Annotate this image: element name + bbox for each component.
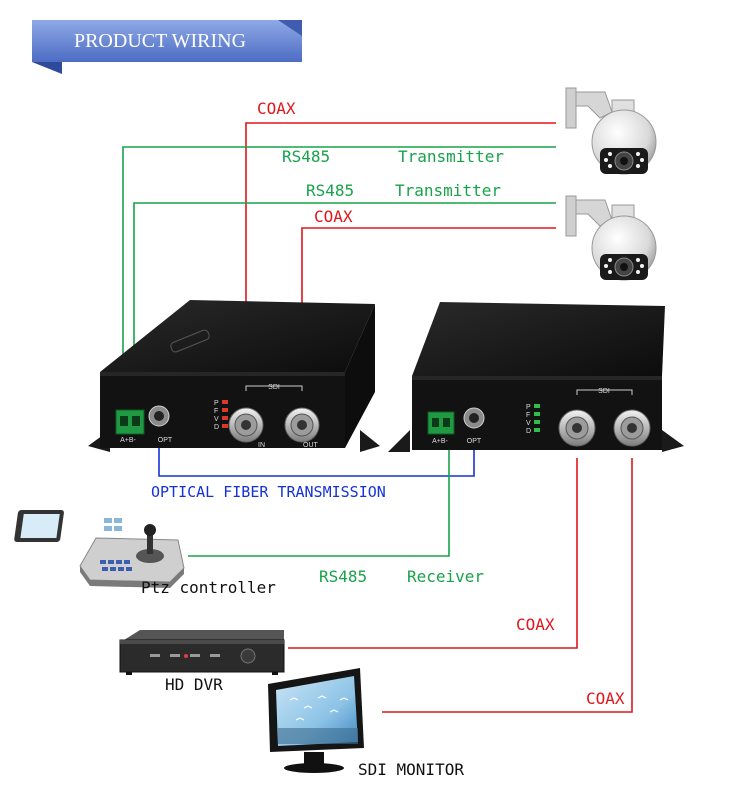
coax-label-top: COAX — [257, 99, 296, 118]
rs485-label-1: RS485 — [282, 147, 330, 166]
product-wiring-banner: PRODUCT WIRING — [32, 20, 302, 74]
status-leds-right — [534, 404, 540, 432]
out-label: OUT — [303, 442, 319, 449]
bnc-right-port-1 — [558, 409, 596, 447]
sdi-label-left: SDI — [268, 384, 280, 391]
opt-label-left: OPT — [158, 437, 173, 444]
hd-dvr-device — [119, 630, 285, 675]
coax-label-monitor: COAX — [586, 689, 625, 708]
led-label-d: D — [214, 424, 219, 431]
led-label-v: V — [214, 416, 219, 423]
opt-label-right: OPT — [467, 438, 482, 445]
svg-text:D: D — [526, 428, 531, 435]
ptz-controller-label: Ptz controller — [141, 578, 276, 597]
ptz-camera-2 — [565, 195, 657, 281]
coax-label-dvr: COAX — [516, 615, 555, 634]
bnc-in-port — [228, 407, 264, 443]
led-label-f: F — [214, 408, 218, 415]
banner-title: PRODUCT WIRING — [74, 30, 246, 52]
svg-text:P: P — [526, 404, 531, 411]
ptz-controller-device — [14, 510, 185, 588]
sdi-label-right: SDI — [598, 388, 610, 395]
rs485-wire-camera2 — [133, 202, 556, 412]
receiver-label: Receiver — [407, 567, 484, 586]
sdi-monitor-device — [268, 668, 364, 773]
hd-dvr-label: HD DVR — [165, 675, 223, 694]
coax-label-second: COAX — [314, 207, 353, 226]
optical-fiber-label: OPTICAL FIBER TRANSMISSION — [151, 483, 386, 501]
fiber-transmitter-unit: A+B- OPT P F V D SDI IN OUT — [88, 300, 380, 452]
ptz-camera-1 — [565, 87, 657, 175]
rs485-wire-camera1 — [122, 146, 556, 412]
status-leds-left — [222, 400, 228, 428]
bnc-out-port — [284, 407, 320, 443]
svg-text:F: F — [526, 412, 530, 419]
svg-text:V: V — [526, 420, 531, 427]
rs485-wire-receiver — [188, 428, 450, 557]
optical-fiber-wire — [158, 432, 475, 477]
in-label: IN — [258, 442, 265, 449]
sdi-monitor-label: SDI MONITOR — [358, 760, 464, 779]
coax-wire-monitor — [382, 458, 633, 713]
led-label-p: P — [214, 400, 219, 407]
terminal-label-right: A+B- — [432, 438, 448, 445]
transmitter-label-1: Transmitter — [398, 147, 504, 166]
transmitter-label-2: Transmitter — [395, 181, 501, 200]
terminal-label-left: A+B- — [120, 437, 136, 444]
rs485-label-2: RS485 — [306, 181, 354, 200]
bnc-right-port-2 — [613, 409, 651, 447]
rs485-receiver-label: RS485 — [319, 567, 367, 586]
coax-wire-dvr — [288, 458, 578, 649]
